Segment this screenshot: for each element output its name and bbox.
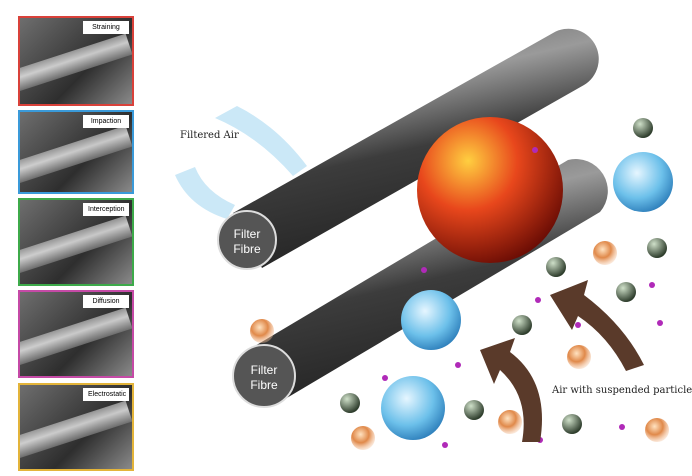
panel-label: Electrostatic [83,388,129,401]
fibre-label: Fibre [233,242,261,256]
fibre-label: Filter [251,363,278,377]
panel-straining: Straining [18,16,134,106]
filter-fibre-top: Filter Fibre [217,28,599,270]
panel-diffusion: Diffusion [18,290,134,378]
fibre-label: Filter [234,227,261,241]
air-with-particles-label: Air with suspended particles [551,385,692,396]
panel-label: Diffusion [83,295,129,308]
panel-interception: Interception [18,198,134,286]
filtered-air-arrows [175,106,307,219]
fibre-label: Fibre [250,378,278,392]
panel-label: Impaction [83,115,129,128]
panel-label: Straining [83,21,129,34]
panel-label: Interception [83,203,129,216]
particles [250,118,673,450]
panel-impaction: Impaction [18,110,134,194]
air-flow-arrows [480,280,644,442]
large-particle [417,117,563,263]
filtered-air-label: Filtered Air [180,130,239,141]
panel-electrostatic: Electrostatic [18,383,134,471]
